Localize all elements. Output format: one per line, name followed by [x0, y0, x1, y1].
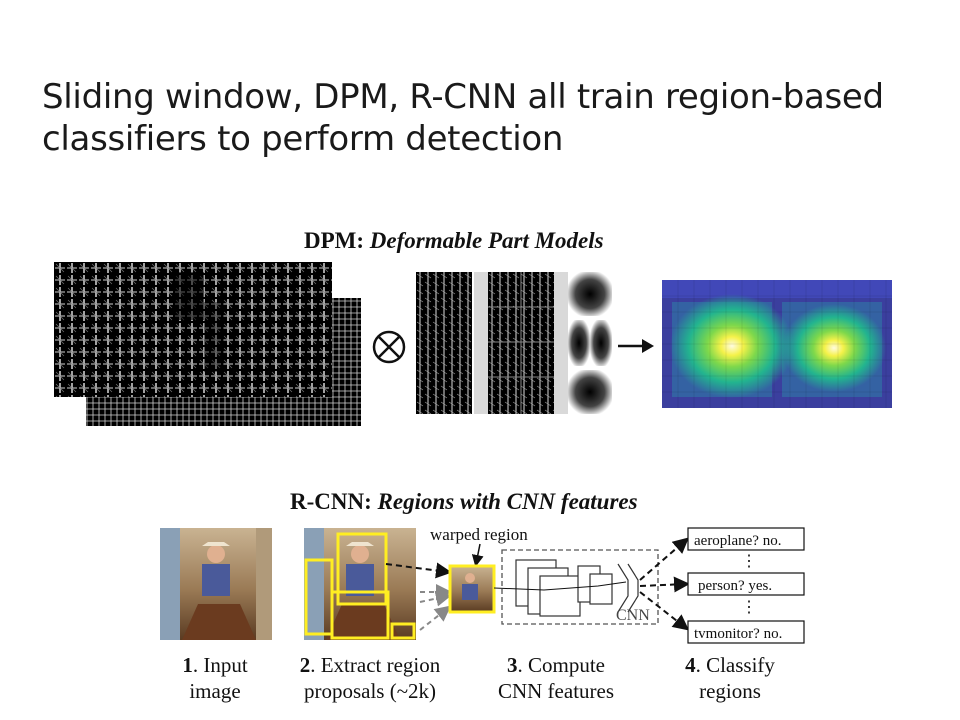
class-box-person: person? yes. — [687, 572, 805, 596]
rcnn-pipeline-diagram: warped region CNN aeroplane? no. ⋮ perso… — [160, 525, 805, 644]
proposal-box — [336, 532, 388, 606]
dpm-model-filters — [416, 272, 612, 414]
warped-region-image — [448, 564, 496, 614]
dpm-response-heatmap — [662, 280, 892, 408]
svg-text:⋮: ⋮ — [741, 599, 757, 616]
class-box-tvmonitor: tvmonitor? no. — [687, 620, 805, 644]
rcnn-caption-italic: Regions with CNN features — [377, 489, 638, 514]
dpm-caption-bold: DPM: — [304, 228, 365, 253]
step-2-label: 2. Extract region proposals (~2k) — [299, 653, 441, 703]
region-proposals-image — [304, 528, 416, 640]
hog-feature-pyramid — [54, 262, 361, 426]
slide-title: Sliding window, DPM, R-CNN all train reg… — [42, 77, 884, 159]
rcnn-caption: R-CNN: Regions with CNN features — [290, 489, 638, 515]
proposal-box — [390, 622, 416, 640]
cnn-block: CNN — [493, 549, 659, 625]
rcnn-caption-bold: R-CNN: — [290, 489, 372, 514]
input-image — [160, 528, 272, 640]
root-filter — [416, 272, 472, 414]
cnn-label: CNN — [616, 607, 650, 624]
class-label: tvmonitor? no. — [694, 626, 782, 642]
class-label: aeroplane? no. — [694, 533, 781, 549]
dpm-arrow-icon — [618, 339, 654, 353]
step-4-label: 4. Classify regions — [685, 653, 775, 703]
step-1-label: 1. Input image — [182, 653, 248, 703]
convolution-operator-icon — [372, 330, 406, 364]
proposal-box — [330, 590, 390, 640]
warped-region-label: warped region — [430, 525, 528, 544]
class-label: person? yes. — [698, 578, 772, 594]
deformation-models — [568, 272, 612, 414]
class-box-aeroplane: aeroplane? no. — [687, 527, 805, 551]
dpm-caption: DPM: Deformable Part Models — [304, 228, 604, 254]
dpm-caption-italic: Deformable Part Models — [369, 228, 604, 253]
svg-text:⋮: ⋮ — [741, 553, 757, 570]
step-3-label: 3. Compute CNN features — [497, 653, 615, 703]
